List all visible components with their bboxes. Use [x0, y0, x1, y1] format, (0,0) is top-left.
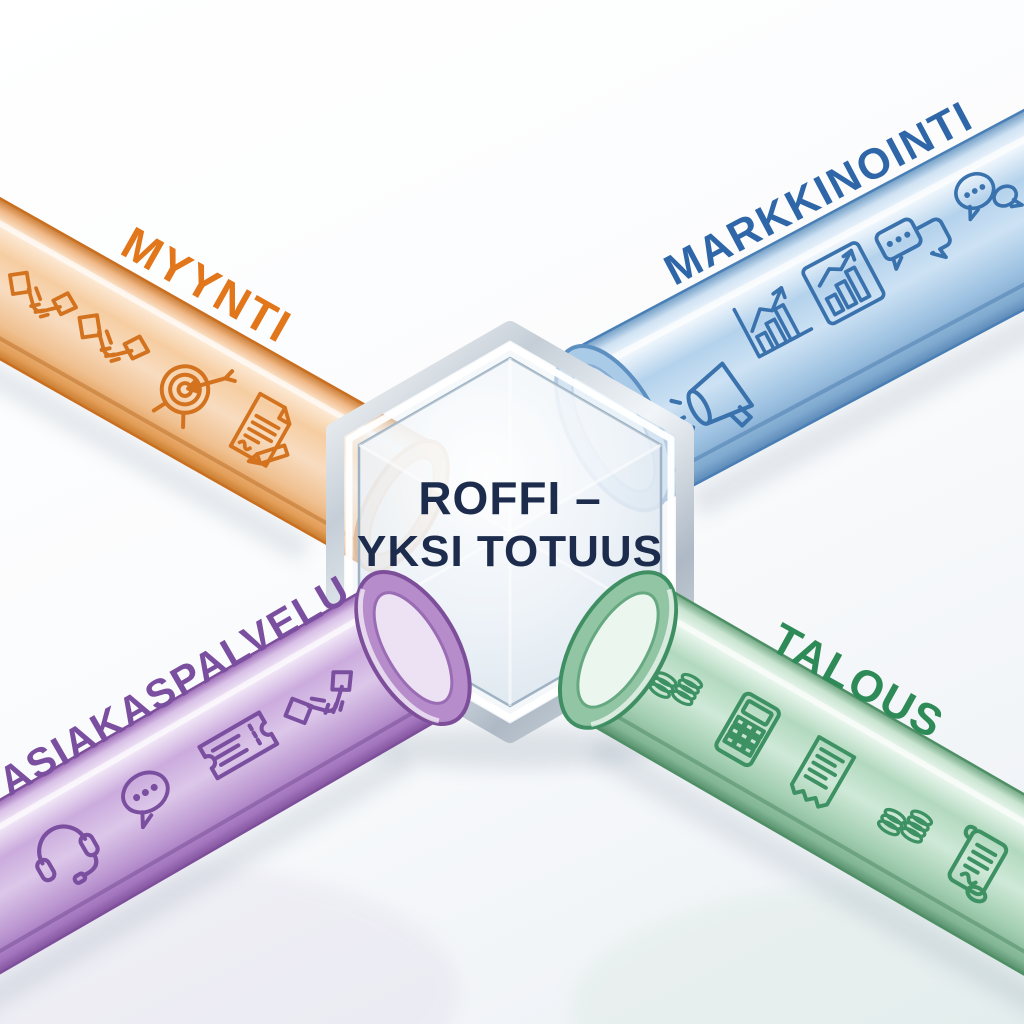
pipe-shade	[605, 708, 1024, 1024]
shadow	[588, 736, 1024, 1024]
asiakaspalvelu-pipe	[0, 570, 472, 1024]
pipe-shade	[0, 169, 376, 552]
asiakaspalvelu-pipe-opening	[372, 591, 454, 705]
shadow	[0, 746, 414, 1024]
pipe-shade	[640, 106, 1024, 491]
hub-facet-lines	[358, 358, 662, 706]
hub-inner-rim	[345, 342, 675, 722]
rim-highlight	[357, 588, 440, 724]
shadow	[0, 185, 312, 563]
talous-pipe-opening	[576, 591, 660, 709]
pipe-shade	[0, 704, 425, 1024]
hub-metal-frame	[326, 321, 694, 743]
pipe-highlight	[0, 610, 372, 991]
hub-title-line2: YKSI TOTUUS	[357, 527, 663, 576]
talous-pipe	[557, 570, 1024, 1024]
pipe-highlight	[579, 0, 1024, 379]
pipe-highlight	[660, 610, 1024, 991]
rim-highlight	[590, 588, 675, 727]
pipe-highlight	[0, 81, 426, 466]
hub-title-line1: ROFFI –	[418, 472, 601, 524]
hub-shadow	[362, 728, 662, 768]
hub-sheen	[359, 358, 661, 532]
shadow	[688, 126, 1024, 518]
